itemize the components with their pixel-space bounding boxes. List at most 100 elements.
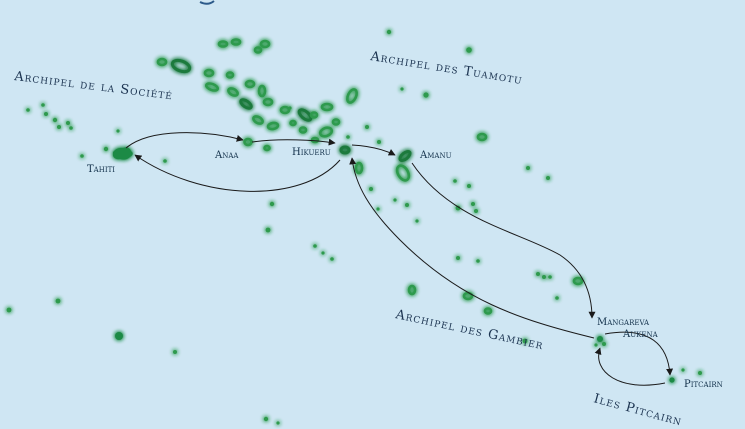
atoll	[331, 118, 341, 126]
islet	[476, 259, 480, 263]
place-label-anaa: Anaa	[214, 150, 239, 161]
islet	[698, 371, 702, 375]
pitcairn-island	[669, 377, 675, 383]
islet	[80, 154, 84, 158]
atoll	[476, 132, 488, 142]
atoll	[156, 57, 168, 67]
place-label-aukena: Aukena	[622, 329, 659, 340]
islet	[163, 159, 167, 163]
atoll	[354, 161, 364, 175]
islet	[415, 219, 419, 223]
islet	[405, 203, 409, 207]
islet	[263, 416, 269, 422]
atoll	[252, 115, 264, 125]
mangareva-island	[597, 336, 603, 342]
atoll	[309, 111, 319, 119]
atoll	[243, 137, 253, 147]
place-label-tahiti: Tahiti	[87, 164, 115, 175]
atoll	[266, 121, 280, 131]
atoll	[339, 145, 351, 155]
atoll	[320, 102, 334, 112]
atoll	[483, 307, 493, 315]
atoll	[170, 58, 192, 74]
islet	[321, 251, 325, 255]
islet	[376, 207, 380, 211]
islet	[474, 209, 478, 213]
atoll	[298, 126, 308, 134]
atoll	[289, 119, 297, 127]
islet	[115, 332, 123, 340]
islet	[546, 176, 550, 180]
atoll	[262, 97, 274, 107]
islet	[400, 87, 404, 91]
islet	[453, 179, 457, 183]
islet	[116, 129, 120, 133]
route-leg-anaa-hikueru	[251, 138, 336, 146]
islet	[265, 227, 271, 233]
islet	[346, 135, 350, 139]
atoll	[203, 68, 215, 78]
islet	[542, 275, 546, 279]
atoll	[398, 150, 412, 162]
atoll	[297, 108, 313, 122]
islet	[456, 256, 460, 260]
atoll	[217, 40, 229, 48]
atoll	[346, 88, 358, 104]
atoll	[318, 126, 334, 138]
atoll	[310, 136, 320, 144]
atoll	[225, 71, 235, 79]
islet	[369, 187, 373, 191]
atoll	[244, 79, 256, 89]
islet	[594, 343, 598, 347]
atoll	[253, 46, 263, 54]
atoll	[227, 87, 239, 97]
atoll	[259, 39, 271, 49]
islet	[548, 275, 552, 279]
atoll	[239, 98, 253, 110]
islet	[69, 126, 73, 130]
place-label-hikueru: Hikueru	[292, 147, 331, 158]
route-leg-hikueru-tahiti	[134, 154, 341, 192]
islet	[555, 296, 559, 300]
islet	[522, 338, 528, 344]
islet	[276, 421, 280, 425]
islet	[173, 350, 177, 354]
atoll	[263, 144, 271, 152]
islet	[423, 92, 429, 98]
islet	[103, 146, 109, 152]
islet	[57, 125, 61, 129]
islet	[393, 198, 397, 202]
islet	[681, 368, 685, 372]
islet	[44, 112, 48, 116]
islet	[536, 272, 540, 276]
voyage-route	[125, 132, 674, 386]
atoll	[407, 284, 417, 296]
aukena-island	[602, 342, 606, 346]
place-label-mangareva: Mangareva	[597, 317, 650, 328]
islands-layer	[6, 29, 702, 425]
islet	[377, 140, 381, 144]
route-leg-tahiti-anaa	[125, 132, 244, 149]
society-islands	[26, 103, 167, 163]
tahiti-island	[113, 147, 133, 160]
islet	[6, 307, 12, 313]
islet	[330, 257, 334, 261]
islet	[467, 184, 471, 188]
islet	[288, 106, 292, 110]
islet	[41, 103, 45, 107]
islet	[52, 117, 58, 123]
islet	[55, 298, 61, 304]
place-label-amanu: Amanu	[419, 150, 452, 161]
route-leg-mangareva-pitcairn	[604, 331, 674, 376]
route-leg-hikueru-amanu	[351, 144, 396, 156]
atoll	[572, 276, 584, 286]
atoll	[395, 164, 411, 182]
islet	[313, 244, 317, 248]
place-label-pitcairn: Pitcairn	[684, 379, 723, 390]
islet	[269, 201, 275, 207]
atoll	[279, 105, 291, 115]
islet	[26, 108, 30, 112]
